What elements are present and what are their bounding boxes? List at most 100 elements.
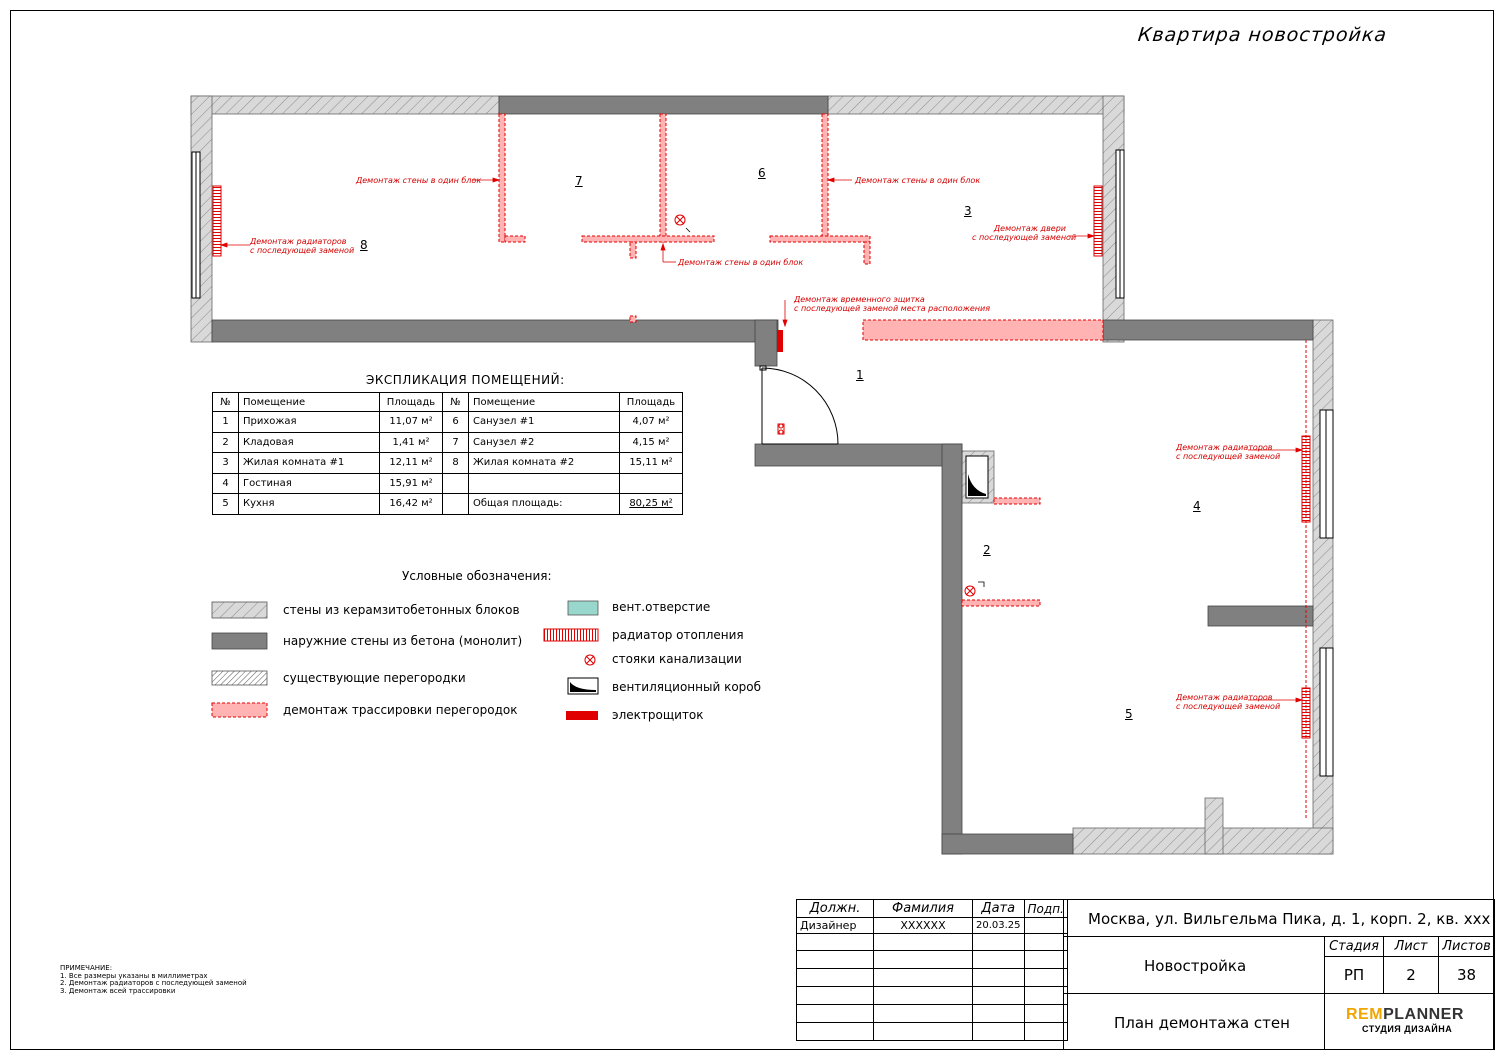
- table-row: 5 Кухня 16,42 м² Общая площадь: 80,25 м²: [212, 493, 683, 515]
- stamp-logo-box: [1324, 993, 1495, 1050]
- table-cell: 15,91 м²: [379, 472, 443, 494]
- stamp-sheet-values: РП 2 38: [1324, 956, 1495, 994]
- stamp-signatures-table: Должн. Фамилия Дата Подп. Дизайнер XXXXX…: [796, 899, 1068, 1041]
- drawing-note: ПРИМЕЧАНИЕ: 1. Все размеры указаны в мил…: [60, 964, 247, 995]
- stamp-cell: [1023, 986, 1068, 1005]
- stamp-cell: [796, 968, 874, 987]
- table-row: 2 Кладовая 1,41 м² 7 Санузел #2 4,15 м²: [212, 431, 683, 453]
- table-cell: 3: [212, 452, 239, 474]
- stamp-cell: [1023, 950, 1068, 969]
- table-cell: Кладовая: [238, 431, 380, 453]
- legend-electrical-panel: электрощиток: [612, 708, 704, 722]
- legend-swatches: [211, 600, 599, 720]
- demolition-partitions: [498, 113, 1307, 820]
- stamp-cell: [972, 986, 1025, 1005]
- room-number-7: 7: [575, 174, 583, 188]
- stamp-cell: [873, 968, 973, 987]
- stamp-header-date: Дата: [972, 899, 1025, 918]
- room-number-6: 6: [758, 166, 766, 180]
- stamp-empty-row: [796, 950, 1068, 969]
- stamp-role: Дизайнер: [796, 917, 874, 934]
- table-cell: 5: [212, 493, 239, 515]
- stamp-cell: [873, 1004, 973, 1023]
- stamp-header-surname: Фамилия: [873, 899, 973, 918]
- annotation-line: Демонтаж радиаторов: [1176, 693, 1273, 702]
- stamp-cell: [796, 933, 874, 951]
- table-cell: 4,07 м²: [619, 411, 683, 433]
- table-cell: Прихожая: [238, 411, 380, 433]
- note-line: 3. Демонтаж всей трассировки: [60, 986, 176, 995]
- room-number-4: 4: [1193, 499, 1201, 513]
- stamp-empty-row: [796, 968, 1068, 987]
- stamp-stage: РП: [1324, 956, 1384, 994]
- ventilation-duct-icon: [965, 455, 989, 499]
- stamp-cell: [873, 933, 973, 951]
- annotation-radiator-right-bottom: Демонтаж радиаторов с последующей замено…: [1176, 693, 1280, 711]
- note-title: ПРИМЕЧАНИЕ:: [60, 964, 113, 972]
- stamp-header-sign: Подп.: [1023, 899, 1068, 918]
- electrical-panel-symbol: [777, 330, 783, 352]
- stamp-header-row: Должн. Фамилия Дата Подп.: [796, 899, 1068, 918]
- total-area-label: Общая площадь:: [468, 493, 620, 515]
- stamp-cell: [873, 986, 973, 1005]
- stamp-cell: [873, 1022, 973, 1041]
- stamp-sheet: 2: [1383, 956, 1439, 994]
- table-cell: 12,11 м²: [379, 452, 443, 474]
- stamp-designer-row: Дизайнер XXXXXX 20.03.25: [796, 917, 1068, 934]
- stamp-empty-row: [796, 1022, 1068, 1041]
- annotation-line: Демонтаж временного эщитка: [794, 295, 925, 304]
- header-cell: Помещение: [468, 392, 620, 412]
- annotation-panel-demo: Демонтаж временного эщитка с последующей…: [794, 295, 990, 313]
- legend-concrete-walls: наружние стены из бетона (монолит): [283, 634, 523, 648]
- stamp-sheets-label: Листов: [1438, 936, 1495, 957]
- annotation-line: Демонтаж двери: [993, 224, 1066, 233]
- stamp-cell: [796, 950, 874, 969]
- annotation-line: Демонтаж радиаторов: [250, 237, 347, 246]
- room-number-2: 2: [983, 543, 991, 557]
- stamp-cell: [972, 950, 1025, 969]
- annotation-door-demo: Демонтаж двери с последующей заменой: [972, 224, 1077, 242]
- stamp-sheet-header: Стадия Лист Листов: [1324, 936, 1495, 957]
- annotation-radiator-left: Демонтаж радиаторов с последующей замено…: [250, 237, 354, 255]
- room-number-3: 3: [964, 204, 972, 218]
- explication-table: № Помещение Площадь № Помещение Площадь …: [212, 392, 683, 515]
- annotation-line: с последующей заменой: [250, 246, 355, 255]
- remplanner-logo-sub: СТУДИЯ ДИЗАЙНА: [1362, 1024, 1453, 1034]
- stamp-cell: [796, 986, 874, 1005]
- room-number-8: 8: [360, 238, 368, 252]
- annotation-line: с последующей заменой: [972, 233, 1077, 242]
- legend-sewer-stack: стояки канализации: [612, 652, 742, 666]
- drawing-frame: [10, 10, 1494, 1050]
- stamp-cell: [1023, 968, 1068, 987]
- stamp-cell: [972, 933, 1025, 951]
- table-cell: 11,07 м²: [379, 411, 443, 433]
- annotation-wall-demo-right: Демонтаж стены в один блок: [855, 176, 981, 185]
- annotation-wall-demo-left: Демонтаж стены в один блок: [356, 176, 482, 185]
- stamp-header-role: Должн.: [796, 899, 874, 918]
- header-cell: Площадь: [379, 392, 443, 412]
- table-row: 4 Гостиная 15,91 м²: [212, 472, 683, 494]
- table-cell: [442, 493, 469, 515]
- legend-existing-partitions: существующие перегородки: [283, 671, 466, 685]
- table-cell: 4,15 м²: [619, 431, 683, 453]
- logo-part-rem: REM: [1346, 1006, 1384, 1023]
- room-number-5: 5: [1125, 707, 1133, 721]
- table-cell: Жилая комната #1: [238, 452, 380, 474]
- header-cell: №: [212, 392, 239, 412]
- stamp-sheet-title: План демонтажа стен: [1063, 993, 1325, 1050]
- annotation-wall-demo-center: Демонтаж стены в один блок: [678, 258, 804, 267]
- stamp-cell: [972, 1004, 1025, 1023]
- table-cell: 16,42 м²: [379, 493, 443, 515]
- table-cell: 1: [212, 411, 239, 433]
- total-area-value: 80,25 м²: [619, 493, 683, 515]
- stamp-cell: [972, 1022, 1025, 1041]
- stamp-sign: [1023, 917, 1068, 934]
- legend-demolition: демонтаж трассировки перегородок: [283, 703, 518, 717]
- legend-radiator: радиатор отопления: [612, 628, 744, 642]
- explication-title: ЭКСПЛИКАЦИЯ ПОМЕЩЕНИЙ:: [366, 373, 565, 387]
- stamp-sheet-table: Стадия Лист Листов РП 2 38: [1324, 936, 1495, 994]
- sewer-stack-icons: [674, 214, 976, 597]
- table-cell: 7: [442, 431, 469, 453]
- header-cell: Помещение: [238, 392, 380, 412]
